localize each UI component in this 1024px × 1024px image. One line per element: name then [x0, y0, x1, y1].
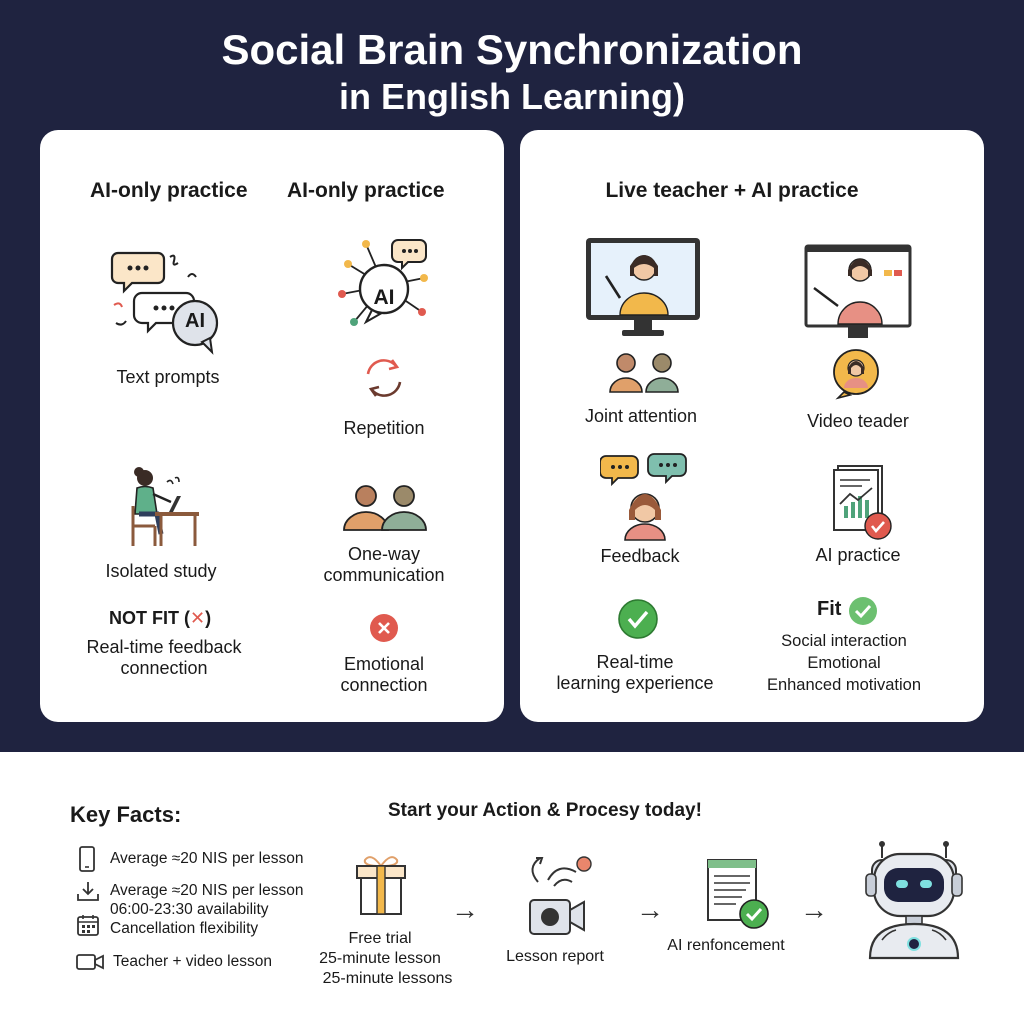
video-camera-icon — [76, 954, 104, 970]
arrow-3: → — [800, 894, 828, 925]
fit-label: Fit — [817, 598, 842, 620]
ai-practice-report-icon — [833, 465, 892, 540]
video-teacher-board-icon — [804, 244, 912, 338]
ai-practice-label: AI practice — [815, 545, 901, 565]
key-fact-2: Average ≈20 NIS per lesson — [110, 882, 304, 899]
ai-only-panel: AI-only practice AI-only practice AI Tex… — [40, 130, 504, 722]
realtime-line2: learning experience — [556, 673, 714, 693]
realtime-line1: Real-time — [596, 652, 674, 672]
key-fact-4: Cancellation flexibility — [110, 920, 259, 937]
ai-reinforcement-doc-icon — [707, 859, 769, 929]
right-heading: Live teacher + AI practice — [605, 179, 859, 202]
page-title: Social Brain Synchronization — [221, 26, 803, 73]
download-icon — [77, 882, 99, 901]
repetition-label: Repetition — [343, 418, 425, 438]
fit-line1: Social interaction — [781, 632, 907, 650]
text-prompts-label: Text prompts — [116, 367, 220, 387]
realtime-feedback-line1: Real-time feedback — [86, 637, 242, 657]
feedback-label: Feedback — [600, 546, 680, 566]
robot-icon — [865, 841, 963, 960]
process-title: Start your Action & Procesy today! — [388, 800, 702, 821]
red-x-icon — [370, 614, 398, 642]
key-fact-3: 06:00-23:30 availability — [110, 901, 269, 918]
joint-attention-people-icon — [609, 353, 679, 393]
key-fact-1: Average ≈20 NIS per lesson — [110, 850, 304, 867]
bottom-section: Key Facts: Average ≈20 NIS per lesson Av… — [0, 752, 1024, 1024]
video-teader-label: Video teader — [807, 411, 909, 431]
arrow-1: → — [451, 894, 479, 925]
repeat-icon — [366, 359, 402, 397]
top-section: Social Brain Synchronization in English … — [0, 0, 1024, 752]
not-fit-label: NOT FIT ( — [109, 608, 190, 628]
step2-label: Lesson report — [506, 948, 604, 965]
ai-badge: AI — [185, 310, 205, 332]
page-subtitle: in English Learning) — [338, 76, 685, 117]
phone-icon — [79, 846, 95, 872]
ai-network-icon — [338, 239, 428, 326]
live-teacher-panel: Live teacher + AI practice Joint attenti… — [520, 130, 984, 722]
teacher-monitor-icon — [586, 238, 700, 336]
one-way-line2: communication — [323, 565, 445, 585]
two-people-icon — [343, 485, 427, 531]
emotional-line2: connection — [340, 675, 428, 695]
not-fit-mark: ✕ — [189, 608, 206, 628]
feedback-person-icon — [600, 453, 687, 541]
emotional-line1: Emotional — [343, 654, 425, 674]
fit-line2: Emotional — [807, 654, 881, 672]
isolated-study-label: Isolated study — [105, 561, 217, 581]
one-way-line1: One-way — [347, 544, 421, 564]
lesson-report-camera-icon — [529, 856, 592, 935]
key-fact-5: Teacher + video lesson — [113, 953, 272, 970]
col2-heading: AI-only practice — [287, 179, 445, 202]
step1-line3: 25-minute lessons — [322, 970, 453, 987]
step3-label: AI renfoncement — [667, 937, 785, 954]
gift-icon — [356, 856, 406, 915]
col1-heading: AI-only practice — [90, 179, 248, 202]
ai-hub-badge: AI — [373, 286, 395, 309]
not-fit-heading: NOT FIT (✕) — [109, 608, 211, 629]
person-laptop-icon — [131, 467, 199, 546]
fit-check-icon — [849, 597, 877, 625]
not-fit-close: ) — [205, 608, 212, 628]
step1-line2: 25-minute lesson — [319, 950, 441, 967]
fit-line3: Enhanced motivation — [766, 676, 922, 694]
calendar-icon — [77, 915, 99, 936]
chat-bubbles-ai-icon — [110, 251, 219, 355]
video-teacher-avatar-icon — [833, 349, 879, 400]
green-check-icon — [618, 599, 658, 639]
step1-line1: Free trial — [348, 930, 412, 947]
realtime-feedback-line2: connection — [120, 658, 208, 678]
arrow-2: → — [636, 894, 664, 925]
key-facts-title: Key Facts: — [70, 802, 182, 827]
joint-attention-label: Joint attention — [584, 406, 698, 426]
